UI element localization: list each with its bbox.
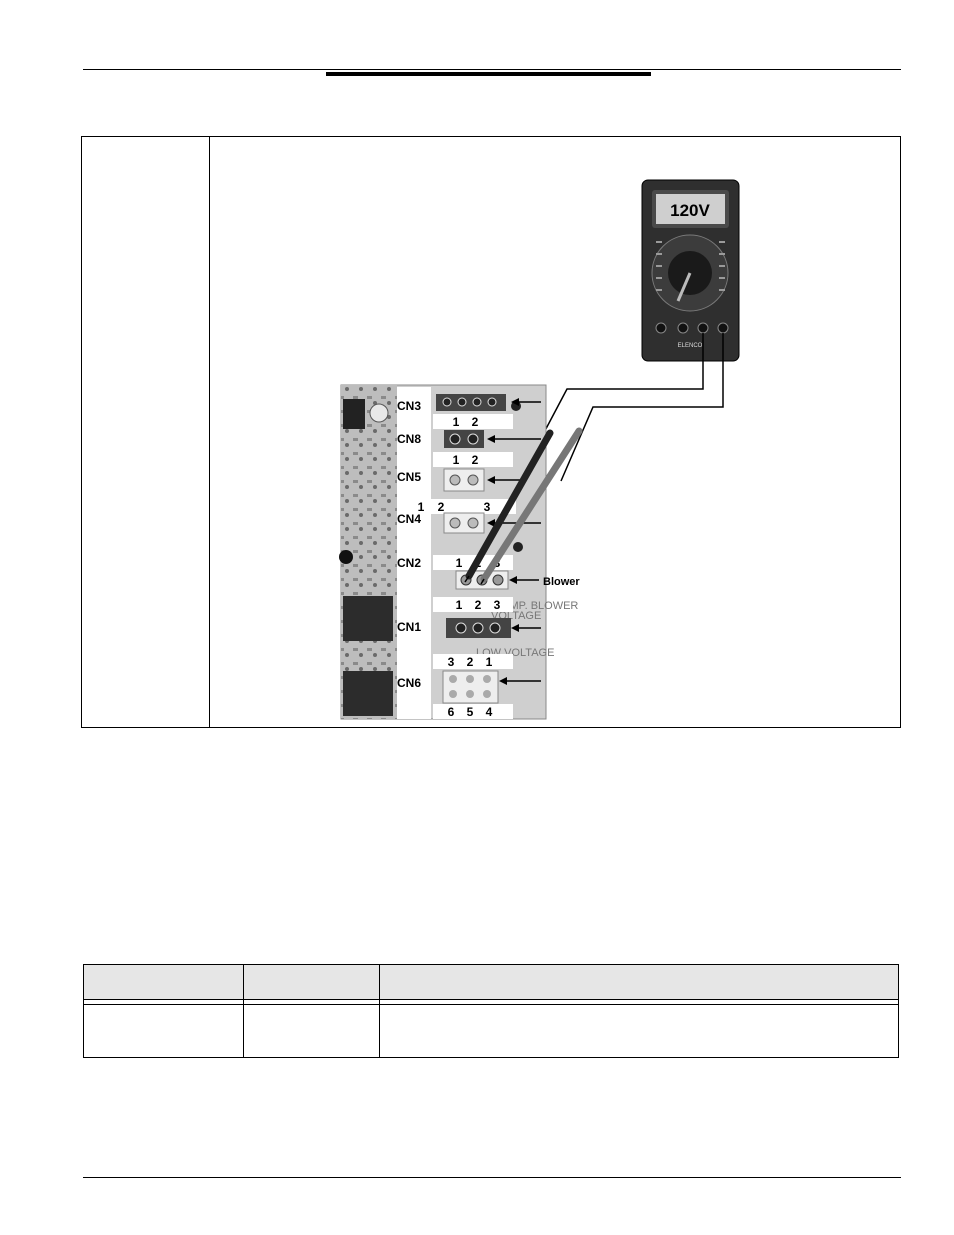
svg-text:2: 2 [438,500,445,514]
svg-text:5: 5 [467,705,474,719]
svg-text:3: 3 [448,655,455,669]
info-table [83,964,899,1058]
svg-text:1: 1 [486,655,493,669]
connector-cn4: CN4 [397,512,541,534]
svg-text:1: 1 [456,598,463,612]
title-underline-bar [326,72,651,76]
figure-column-divider [209,137,210,727]
svg-text:3: 3 [484,500,491,514]
connector-cn5: CN5 1 2 3 [397,468,521,514]
table-header-row [83,964,899,1000]
svg-text:1: 1 [453,415,460,429]
svg-text:1: 1 [456,556,463,570]
svg-text:1: 1 [453,453,460,467]
svg-text:2: 2 [475,598,482,612]
table-header-cell [243,964,380,1000]
meter-brand-label: ELENCO [678,343,703,349]
svg-text:CN2: CN2 [397,556,421,570]
table-cell [379,1004,899,1058]
svg-text:2: 2 [472,415,479,429]
svg-text:2: 2 [472,453,479,467]
meter-display-readout: 120V [670,201,710,220]
footer-rule [83,1177,901,1178]
board-print-blower: COMP. BLOWER [493,600,578,612]
svg-text:3: 3 [494,598,501,612]
svg-text:1: 1 [418,500,425,514]
multimeter: 120V ELENCO [641,179,740,362]
svg-text:CN8: CN8 [397,432,421,446]
svg-text:6: 6 [448,705,455,719]
connector-cn8: CN8 1 2 [397,430,541,467]
svg-text:2: 2 [467,655,474,669]
connector-cn6: CN6 6 5 4 [397,670,541,719]
figure-box: 120V ELENCO [81,136,901,728]
probe-red [480,427,583,583]
svg-text:CN6: CN6 [397,676,421,690]
svg-text:CN3: CN3 [397,399,421,413]
table-cell [243,1004,380,1058]
table-header-cell [379,964,899,1000]
svg-text:4: 4 [486,705,493,719]
connector-cn1: CN1 3 2 1 [397,618,541,669]
table-cell [83,1004,244,1058]
svg-text:CN5: CN5 [397,470,421,484]
header-rule [83,69,901,70]
voltage-test-diagram: 120V ELENCO [339,179,740,720]
table-row [83,1004,899,1058]
blower-label: Blower [543,576,580,588]
table-header-cell [83,964,244,1000]
svg-text:CN4: CN4 [397,512,421,526]
svg-text:CN1: CN1 [397,620,421,634]
probe-wire-red [560,333,724,482]
probe-black [465,429,554,580]
connector-cn3: CN3 1 2 [397,394,541,429]
